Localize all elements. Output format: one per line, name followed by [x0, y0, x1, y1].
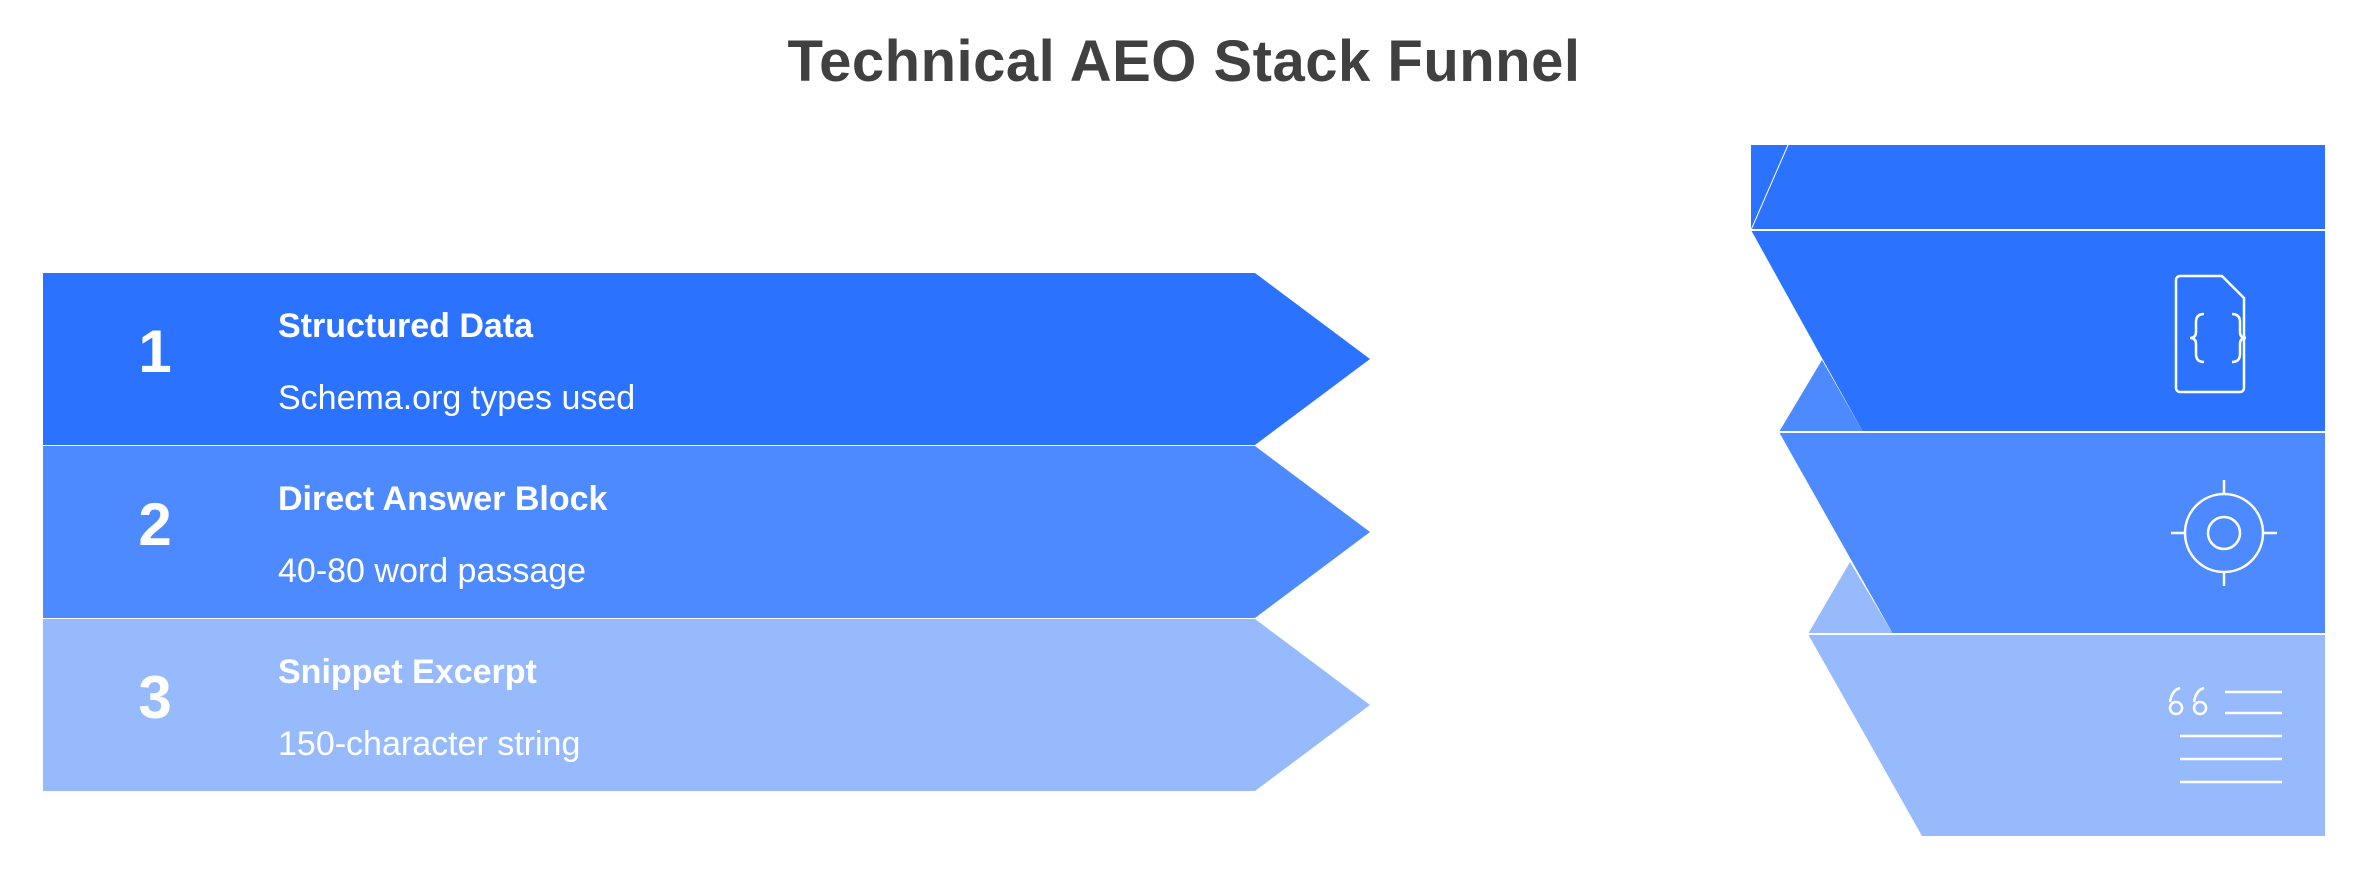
page-title: Technical AEO Stack Funnel	[787, 29, 1581, 94]
step-row-1: 1 Structured Data Schema.org types used	[0, 273, 2368, 445]
funnel-top-cap	[1751, 145, 2325, 230]
step-number: 3	[138, 664, 172, 731]
step-number: 2	[138, 491, 172, 558]
step-row-3: 3 Snippet Excerpt 150-character string	[0, 619, 2368, 791]
step-number: 1	[138, 318, 172, 385]
step-arrow-3	[43, 619, 1370, 791]
step-title: Structured Data	[278, 307, 534, 345]
step-arrow-1	[43, 273, 1370, 445]
step-description: Schema.org types used	[278, 379, 636, 417]
step-title: Direct Answer Block	[278, 480, 608, 518]
step-arrow-2	[43, 446, 1370, 618]
step-title: Snippet Excerpt	[278, 653, 537, 691]
step-description: 40-80 word passage	[278, 552, 587, 590]
step-row-2: 2 Direct Answer Block 40-80 word passage	[0, 446, 2368, 618]
step-description: 150-character string	[278, 725, 581, 763]
